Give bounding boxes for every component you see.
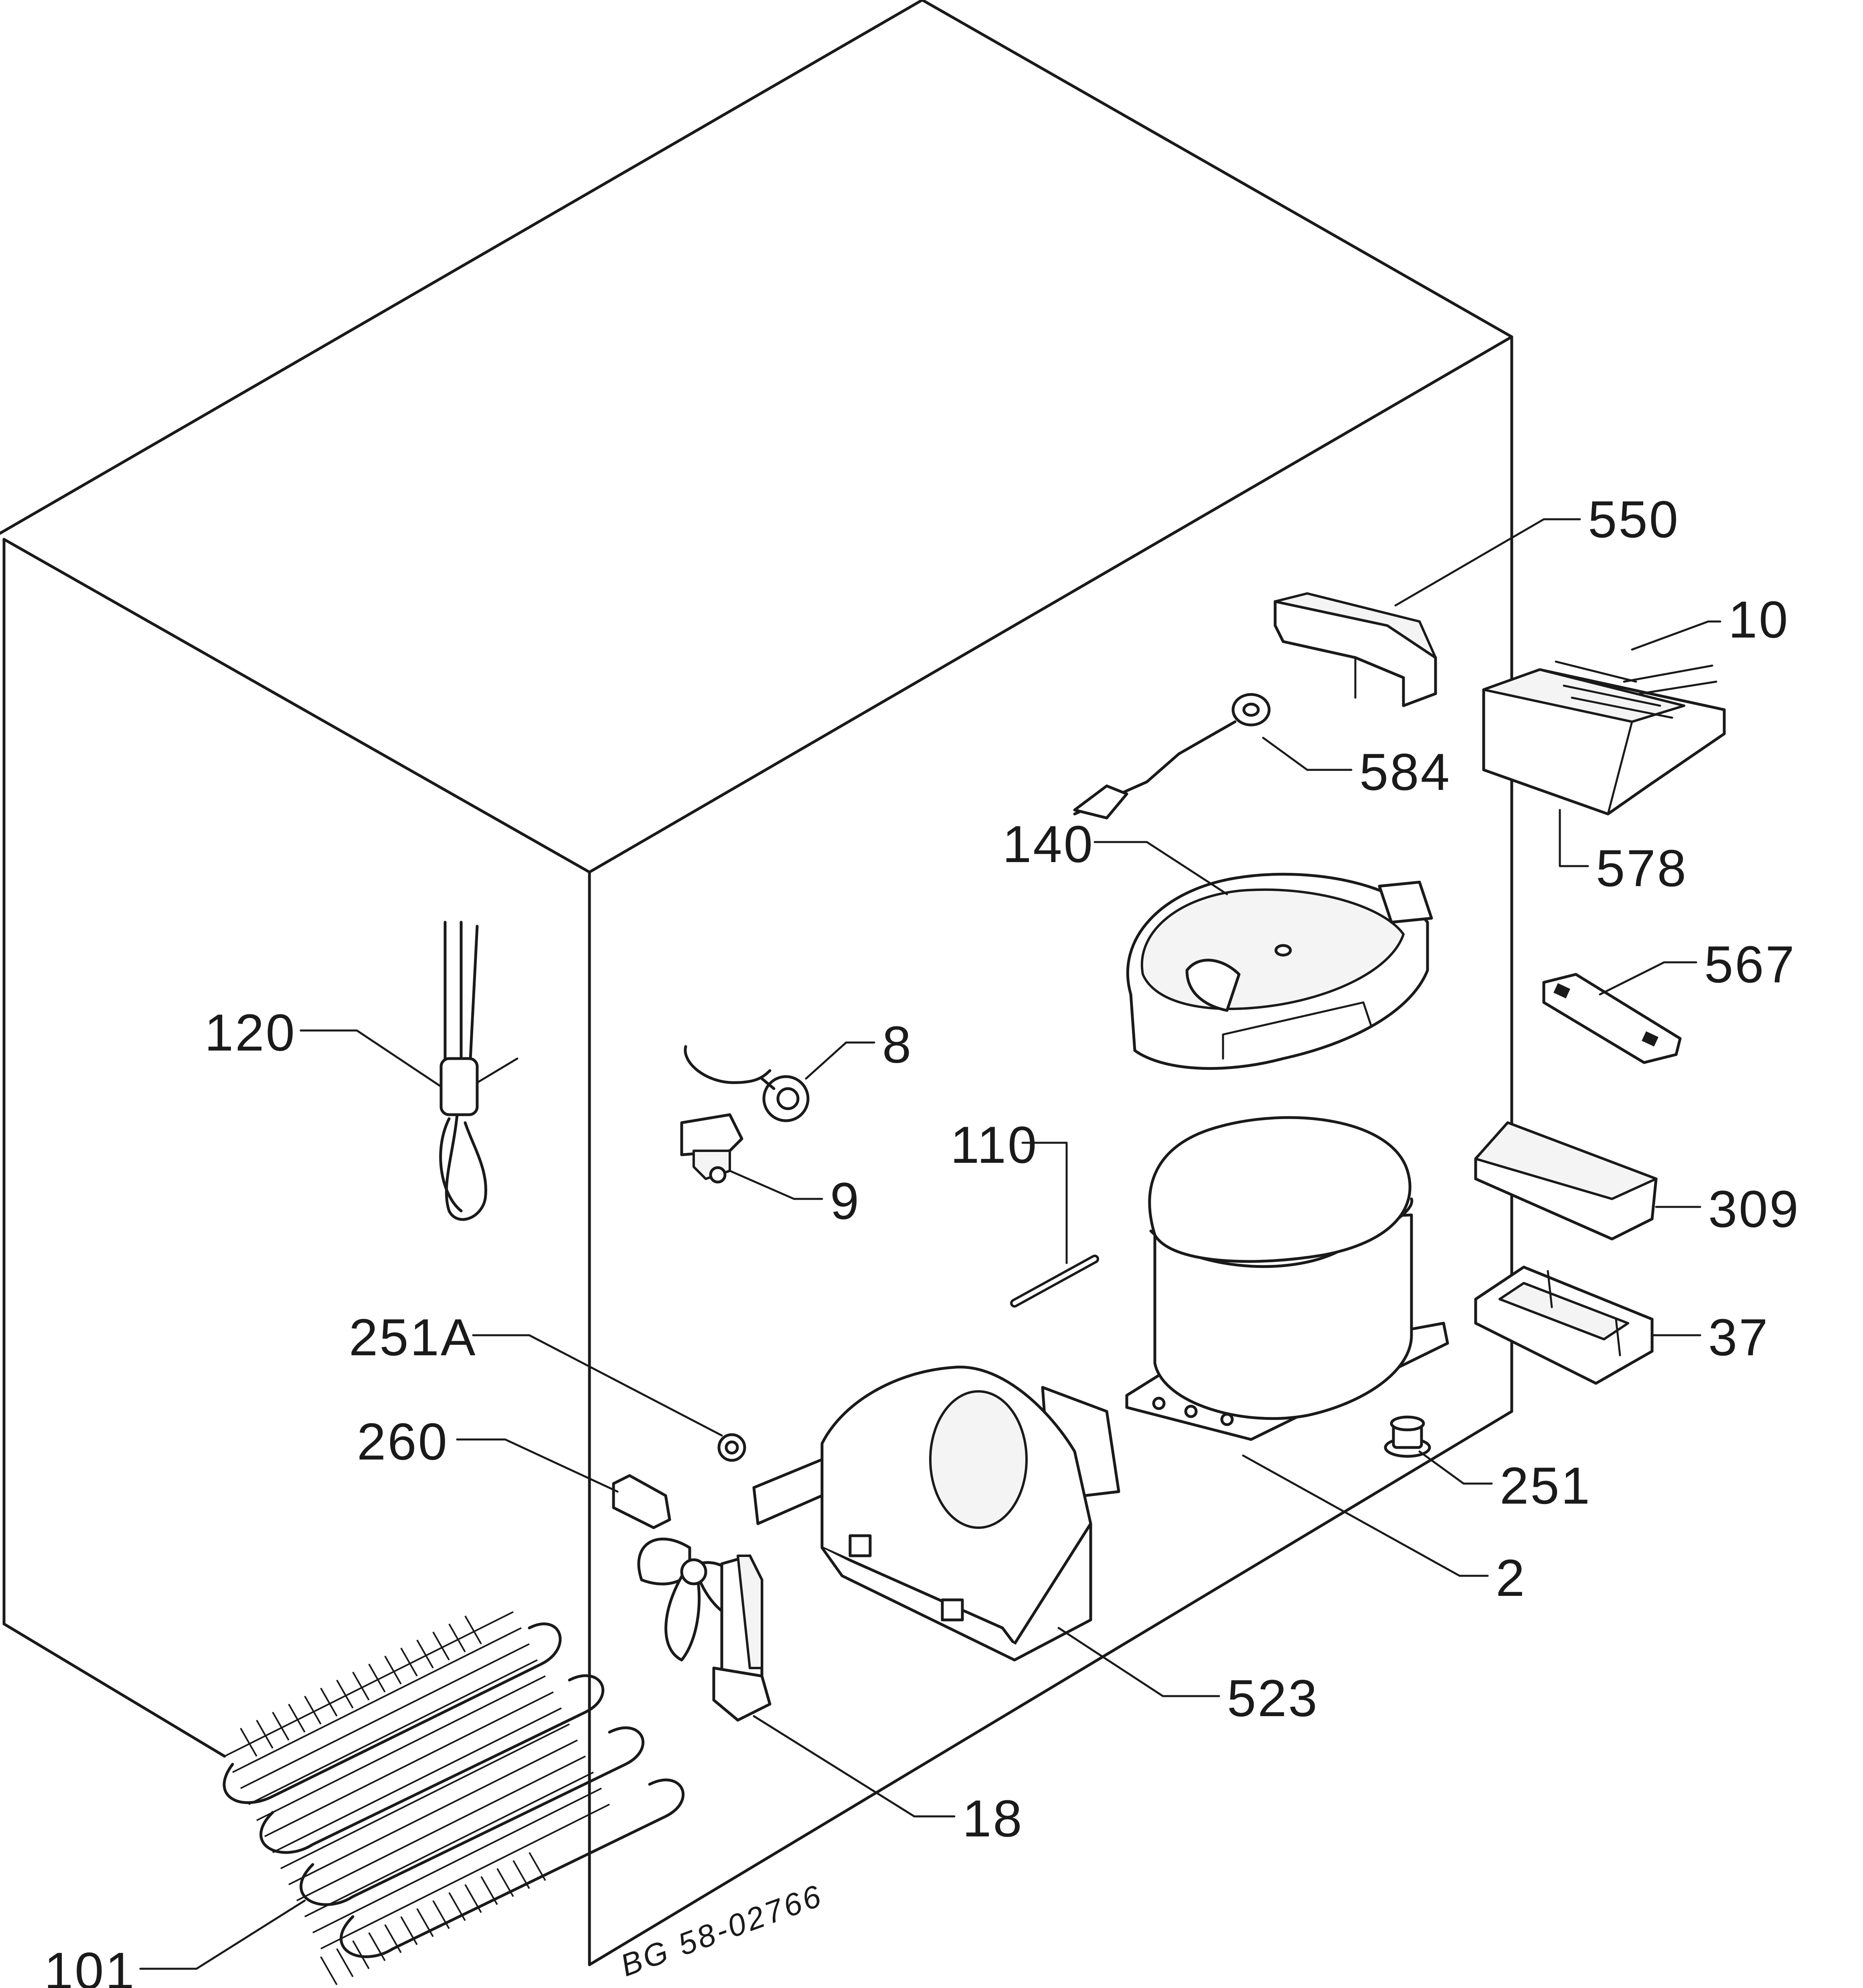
part-10-terminal-pins (1555, 660, 1717, 719)
leader-lines (139, 518, 1721, 1970)
leader-251A (472, 1334, 723, 1437)
part-2-compressor (1125, 1116, 1449, 1441)
leader-550 (1394, 518, 1545, 607)
callout-120: 120 (205, 1003, 296, 1062)
callout-8: 8 (882, 1015, 913, 1074)
leader-110 (1021, 1142, 1068, 1264)
callout-567: 567 (1704, 935, 1796, 994)
cabinet-outline (0, 0, 1513, 1966)
callout-523: 523 (1227, 1669, 1319, 1727)
leader-578 (1559, 809, 1589, 867)
part-140-compressor-cover (1126, 873, 1433, 1070)
part-251-foot (1384, 1415, 1431, 1458)
callout-251: 251 (1500, 1456, 1592, 1515)
part-584-cable-lug (1073, 693, 1271, 820)
part-523-fan-shroud (752, 1365, 1120, 1662)
part-37-box (1474, 1265, 1654, 1385)
callout-2: 2 (1496, 1549, 1526, 1607)
callout-37: 37 (1708, 1308, 1770, 1366)
leader-10 (1631, 620, 1709, 651)
part-8-grommet (684, 1045, 810, 1122)
leader-2 (1242, 1454, 1461, 1577)
callout-110: 110 (950, 1115, 1038, 1174)
callout-18: 18 (962, 1789, 1024, 1848)
callout-10: 10 (1728, 590, 1790, 649)
callout-578: 578 (1596, 839, 1688, 897)
part-120-sensor (439, 921, 518, 1221)
leader-584 (1262, 737, 1308, 771)
callout-260: 260 (357, 1412, 449, 1471)
leader-251 (1418, 1450, 1465, 1485)
part-550-bracket (1274, 592, 1437, 707)
callout-9: 9 (830, 1172, 861, 1230)
part-9-clip (680, 1113, 743, 1184)
leader-140 (1094, 841, 1228, 895)
leader-101 (139, 1899, 306, 1970)
callout-140: 140 (1002, 815, 1094, 873)
part-110-pin (1010, 1255, 1099, 1308)
callout-101: 101 (44, 1941, 136, 1988)
part-260-clip-plate (612, 1474, 671, 1529)
leader-567 (1599, 961, 1697, 996)
part-251a-nut (717, 1433, 746, 1462)
part-309-capacitor (1474, 1121, 1658, 1241)
part-18-fan (637, 1537, 772, 1722)
callout-251A: 251A (349, 1308, 477, 1366)
callout-584: 584 (1359, 743, 1451, 801)
callout-309: 309 (1708, 1180, 1800, 1238)
leader-9 (729, 1170, 823, 1200)
part-578-relay-housing (1482, 668, 1726, 816)
leader-260 (456, 1438, 619, 1493)
leader-8 (805, 1041, 875, 1080)
leader-523 (1057, 1627, 1164, 1697)
leader-18 (753, 1715, 915, 1818)
callout-labels: 550 10 584 578 140 567 120 8 110 9 309 2… (44, 490, 1800, 1988)
part-567-plate (1542, 973, 1682, 1064)
leader-120 (300, 1029, 442, 1088)
part-101-condenser-coil (223, 1611, 684, 1985)
callout-550: 550 (1588, 490, 1680, 549)
